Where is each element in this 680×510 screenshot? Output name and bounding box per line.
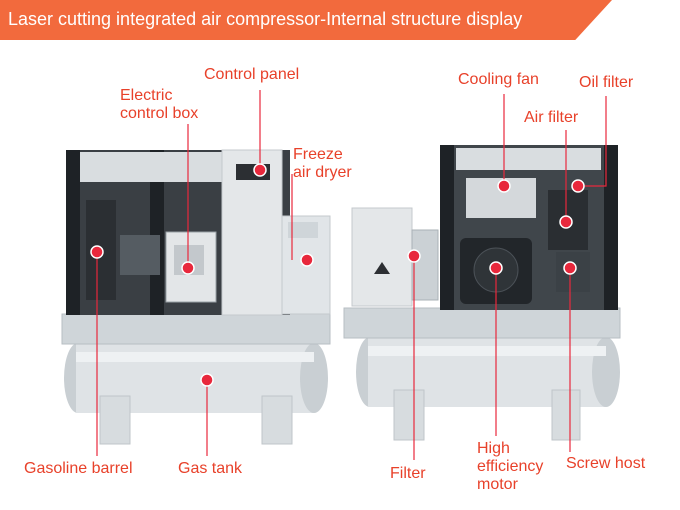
- banner-title: Laser cutting integrated air compressor-…: [8, 9, 523, 29]
- label-freeze-air-dryer: Freeze air dryer: [293, 146, 352, 181]
- label-cooling-fan: Cooling fan: [458, 71, 539, 88]
- marker-screw-host: [563, 261, 577, 275]
- label-electric-control-box: Electric control box: [120, 87, 199, 122]
- marker-cooling-fan: [497, 179, 511, 193]
- marker-gasoline-barrel: [90, 245, 104, 259]
- label-filter: Filter: [390, 465, 426, 482]
- marker-control-panel: [253, 163, 267, 177]
- markers: [90, 163, 585, 387]
- label-screw-host: Screw host: [566, 455, 646, 472]
- label-control-panel: Control panel: [204, 66, 300, 83]
- title-banner: [0, 0, 612, 40]
- marker-gas-tank: [200, 373, 214, 387]
- marker-electric-control-box: [181, 261, 195, 275]
- marker-filter: [407, 249, 421, 263]
- marker-air-filter: [559, 215, 573, 229]
- label-gasoline-barrel: Gasoline barrel: [24, 460, 133, 477]
- label-oil-filter: Oil filter: [579, 74, 634, 91]
- label-air-filter: Air filter: [524, 109, 579, 126]
- marker-motor: [489, 261, 503, 275]
- label-high-efficiency-motor: High efficiency motor: [477, 440, 544, 493]
- right-compressor-image: [343, 145, 621, 441]
- marker-oil-filter: [571, 179, 585, 193]
- left-compressor-image: [61, 149, 331, 445]
- marker-freeze-air-dryer: [300, 253, 314, 267]
- label-gas-tank: Gas tank: [178, 460, 243, 477]
- leader-lines: [96, 90, 607, 460]
